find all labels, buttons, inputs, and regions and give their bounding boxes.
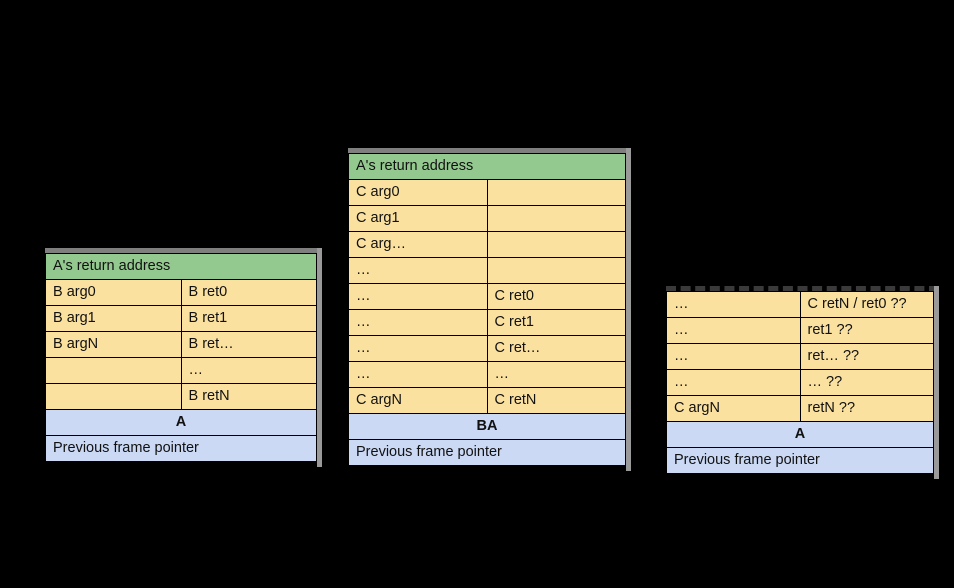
top-dashed-boundary-right [666,286,939,291]
return-address-cell: A's return address [45,253,317,280]
top-shadow-bar-left [45,248,322,253]
arg-cell: B arg0 [45,279,182,306]
ret-cell [486,179,626,206]
arg-cell: C arg1 [348,205,488,232]
ret-cell: B ret1 [180,305,317,332]
unknown-ret-cell: C retN / ret0 ?? [799,291,934,318]
arg-cell: C arg0 [348,179,488,206]
table-row-previous-frame-pointer: Previous frame pointer [45,435,317,462]
unknown-ret-cell: retN ?? [799,395,934,422]
table-row: C arg1 [348,205,626,232]
table-row-frame-body: BA [348,413,626,440]
top-shadow-bar-middle [348,148,631,153]
table-row: C arg… [348,231,626,258]
right-shadow-bar-right [934,286,939,479]
table-row: … [348,257,626,284]
table-row: C argN retN ?? [666,395,934,422]
arg-cell: … [666,317,801,344]
arg-cell: … [666,369,801,396]
table-row-return-address: A's return address [348,153,626,180]
stack-diagram-left: A's return address B arg0 B ret0 B arg1 … [45,248,322,467]
table-row-frame-body: A [666,421,934,448]
table-row: C arg0 [348,179,626,206]
stack-frame-table-middle: A's return address C arg0 C arg1 C arg… … [348,153,626,466]
arg-cell: C arg… [348,231,488,258]
frame-body-label: BA [348,413,626,440]
arg-cell [45,357,182,384]
return-address-cell: A's return address [348,153,626,180]
ret-cell: C ret… [486,335,626,362]
table-row: … … ?? [666,369,934,396]
arg-cell: … [348,335,488,362]
table-row-previous-frame-pointer: Previous frame pointer [666,447,934,474]
ret-cell: C ret1 [486,309,626,336]
arg-cell: B argN [45,331,182,358]
frame-body-label: A [45,409,317,436]
stack-frame-table-left: A's return address B arg0 B ret0 B arg1 … [45,253,317,462]
arg-cell: B arg1 [45,305,182,332]
ret-cell: … [486,361,626,388]
stack-diagram-middle: A's return address C arg0 C arg1 C arg… … [348,148,631,471]
table-row: B retN [45,383,317,410]
ret-cell [486,205,626,232]
stack-frame-table-right: … C retN / ret0 ?? … ret1 ?? … ret… ?? …… [666,291,934,474]
arg-cell: C argN [348,387,488,414]
right-shadow-bar-left [317,248,322,467]
arg-cell: … [348,283,488,310]
arg-cell: … [348,361,488,388]
unknown-ret-cell: … ?? [799,369,934,396]
ret-cell: B ret0 [180,279,317,306]
arg-cell [45,383,182,410]
frame-body-label: A [666,421,934,448]
arg-cell: … [666,343,801,370]
unknown-ret-cell: ret1 ?? [799,317,934,344]
arg-cell: … [666,291,801,318]
previous-frame-pointer-cell: Previous frame pointer [666,447,934,474]
table-row: … … [348,361,626,388]
ret-cell [486,231,626,258]
arg-cell: … [348,257,488,284]
table-row: … ret1 ?? [666,317,934,344]
unknown-ret-cell: ret… ?? [799,343,934,370]
table-row: … [45,357,317,384]
table-row: … C ret0 [348,283,626,310]
ret-cell: C retN [486,387,626,414]
previous-frame-pointer-cell: Previous frame pointer [348,439,626,466]
table-row: … C retN / ret0 ?? [666,291,934,318]
table-row: … C ret1 [348,309,626,336]
table-row: … C ret… [348,335,626,362]
arg-cell: C argN [666,395,801,422]
ret-cell [486,257,626,284]
ret-cell: … [180,357,317,384]
previous-frame-pointer-cell: Previous frame pointer [45,435,317,462]
ret-cell: C ret0 [486,283,626,310]
table-row: … ret… ?? [666,343,934,370]
table-row: C argN C retN [348,387,626,414]
ret-cell: B retN [180,383,317,410]
table-row-frame-body: A [45,409,317,436]
ret-cell: B ret… [180,331,317,358]
table-row: B argN B ret… [45,331,317,358]
table-row: B arg0 B ret0 [45,279,317,306]
table-row: B arg1 B ret1 [45,305,317,332]
table-row-previous-frame-pointer: Previous frame pointer [348,439,626,466]
arg-cell: … [348,309,488,336]
stack-diagram-right: … C retN / ret0 ?? … ret1 ?? … ret… ?? …… [666,286,939,479]
right-shadow-bar-middle [626,148,631,471]
table-row-return-address: A's return address [45,253,317,280]
